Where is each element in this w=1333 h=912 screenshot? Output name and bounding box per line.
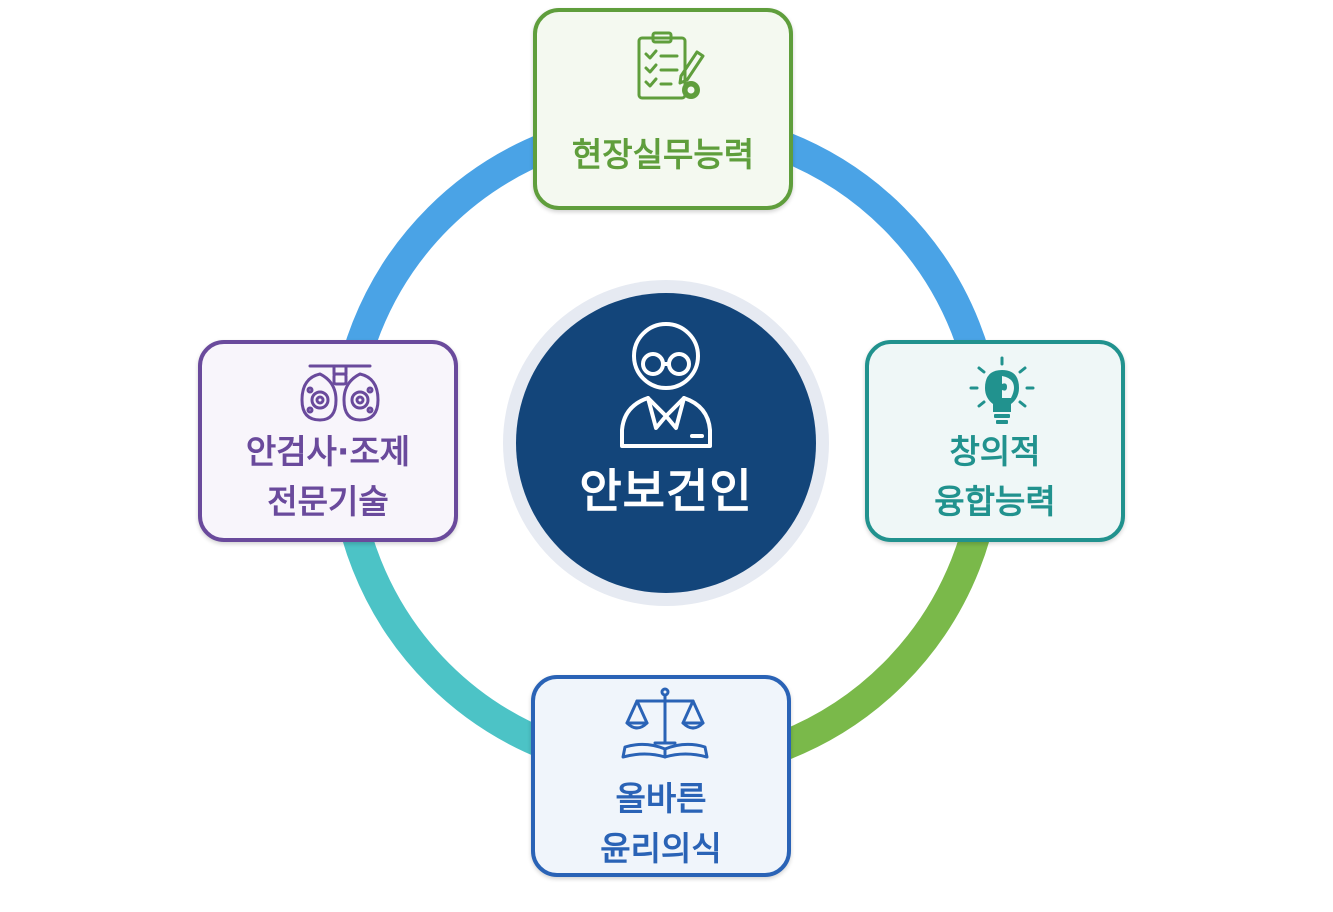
competency-card-creative-convergence: 창의적 융합능력 <box>865 340 1125 542</box>
competency-label-line1: 창의적 <box>949 432 1041 471</box>
competency-label: 현장실무능력 <box>571 135 755 174</box>
lightbulb-puzzle-icon <box>969 356 1035 424</box>
competency-label-line2: 융합능력 <box>934 482 1056 521</box>
competency-label-line2: 전문기술 <box>267 482 389 521</box>
competency-card-ethics: 올바른 윤리의식 <box>531 675 791 877</box>
phoropter-icon <box>300 364 380 422</box>
clipboard-checklist-gear-icon <box>637 31 705 100</box>
competency-label: 창의적 융합능력 <box>869 427 1121 527</box>
competency-label: 올바른 윤리의식 <box>535 774 787 874</box>
competency-card-eye-exam: 안검사·조제 전문기술 <box>198 340 458 542</box>
competency-label-line2: 윤리의식 <box>600 829 722 868</box>
scales-book-icon <box>621 687 709 759</box>
competency-card-field-practice: 현장실무능력 <box>533 8 793 210</box>
competency-label-line1: 올바른 <box>615 779 707 818</box>
center-title: 안보건인 <box>579 464 753 518</box>
competency-label: 안검사·조제 전문기술 <box>202 427 454 527</box>
center-circle <box>516 293 816 593</box>
competency-label-line1: 안검사·조제 <box>245 432 411 471</box>
doctor-with-glasses-icon <box>620 322 712 448</box>
